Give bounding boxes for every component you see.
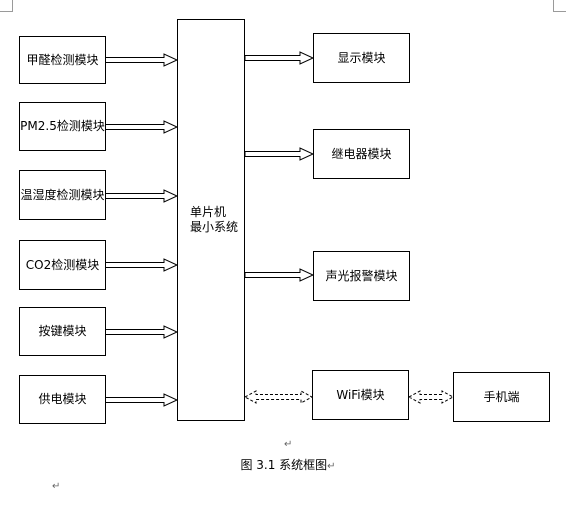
input-arrow-co2	[104, 258, 179, 272]
output-arrow-relay	[244, 147, 315, 161]
module-temp-humidity: 温湿度检测模块	[19, 170, 106, 220]
caption-text: 图 3.1 系统框图	[240, 458, 328, 472]
output-arrow-alarm	[244, 268, 315, 282]
module-label: PM2.5检测模块	[20, 119, 105, 133]
module-relay: 继电器模块	[313, 129, 410, 179]
module-label: 按键模块	[38, 324, 87, 338]
input-arrow-keys	[104, 325, 179, 339]
module-label: 甲醛检测模块	[26, 52, 99, 67]
wifi-phone-arrow	[407, 390, 455, 404]
module-sound-light-alarm: 声光报警模块	[313, 251, 410, 301]
module-label: 声光报警模块	[325, 268, 398, 283]
figure-caption: 图 3.1 系统框图↵	[0, 457, 576, 475]
module-display: 显示模块	[313, 33, 410, 83]
input-arrow-formaldehyde	[104, 53, 179, 67]
module-keys: 按键模块	[19, 307, 106, 356]
module-wifi: WiFi模块	[312, 370, 409, 420]
input-arrow-pm25	[104, 120, 179, 134]
mcu-minimum-system: 单片机 最小系统	[177, 19, 245, 421]
module-label: 继电器模块	[331, 146, 392, 161]
module-phone: 手机端	[453, 372, 550, 422]
module-label: CO2检测模块	[25, 257, 100, 272]
module-formaldehyde: 甲醛检测模块	[19, 36, 106, 84]
mcu-label-line2: 最小系统	[190, 220, 239, 234]
caption-return-mark: ↵	[327, 461, 336, 472]
input-arrow-temp-humidity	[104, 189, 179, 203]
page-corner-mark-right	[553, 0, 566, 12]
mcu-label-line1: 单片机	[190, 205, 227, 219]
output-arrow-display	[244, 51, 315, 65]
module-power: 供电模块	[19, 375, 106, 424]
module-label: 供电模块	[38, 392, 87, 406]
module-label: 显示模块	[337, 50, 386, 65]
module-co2: CO2检测模块	[19, 240, 106, 290]
mcu-wifi-arrow	[243, 390, 314, 404]
page-corner-mark-left	[0, 0, 13, 12]
module-label: 手机端	[483, 389, 520, 404]
module-label: WiFi模块	[336, 387, 385, 402]
paragraph-mark-1: ↵	[284, 439, 293, 450]
module-pm25: PM2.5检测模块	[19, 102, 106, 151]
input-arrows	[104, 53, 179, 407]
input-arrow-power	[104, 393, 179, 407]
output-arrows	[244, 51, 315, 282]
paragraph-mark-2: ↵	[52, 481, 61, 492]
module-label: 温湿度检测模块	[20, 187, 105, 202]
